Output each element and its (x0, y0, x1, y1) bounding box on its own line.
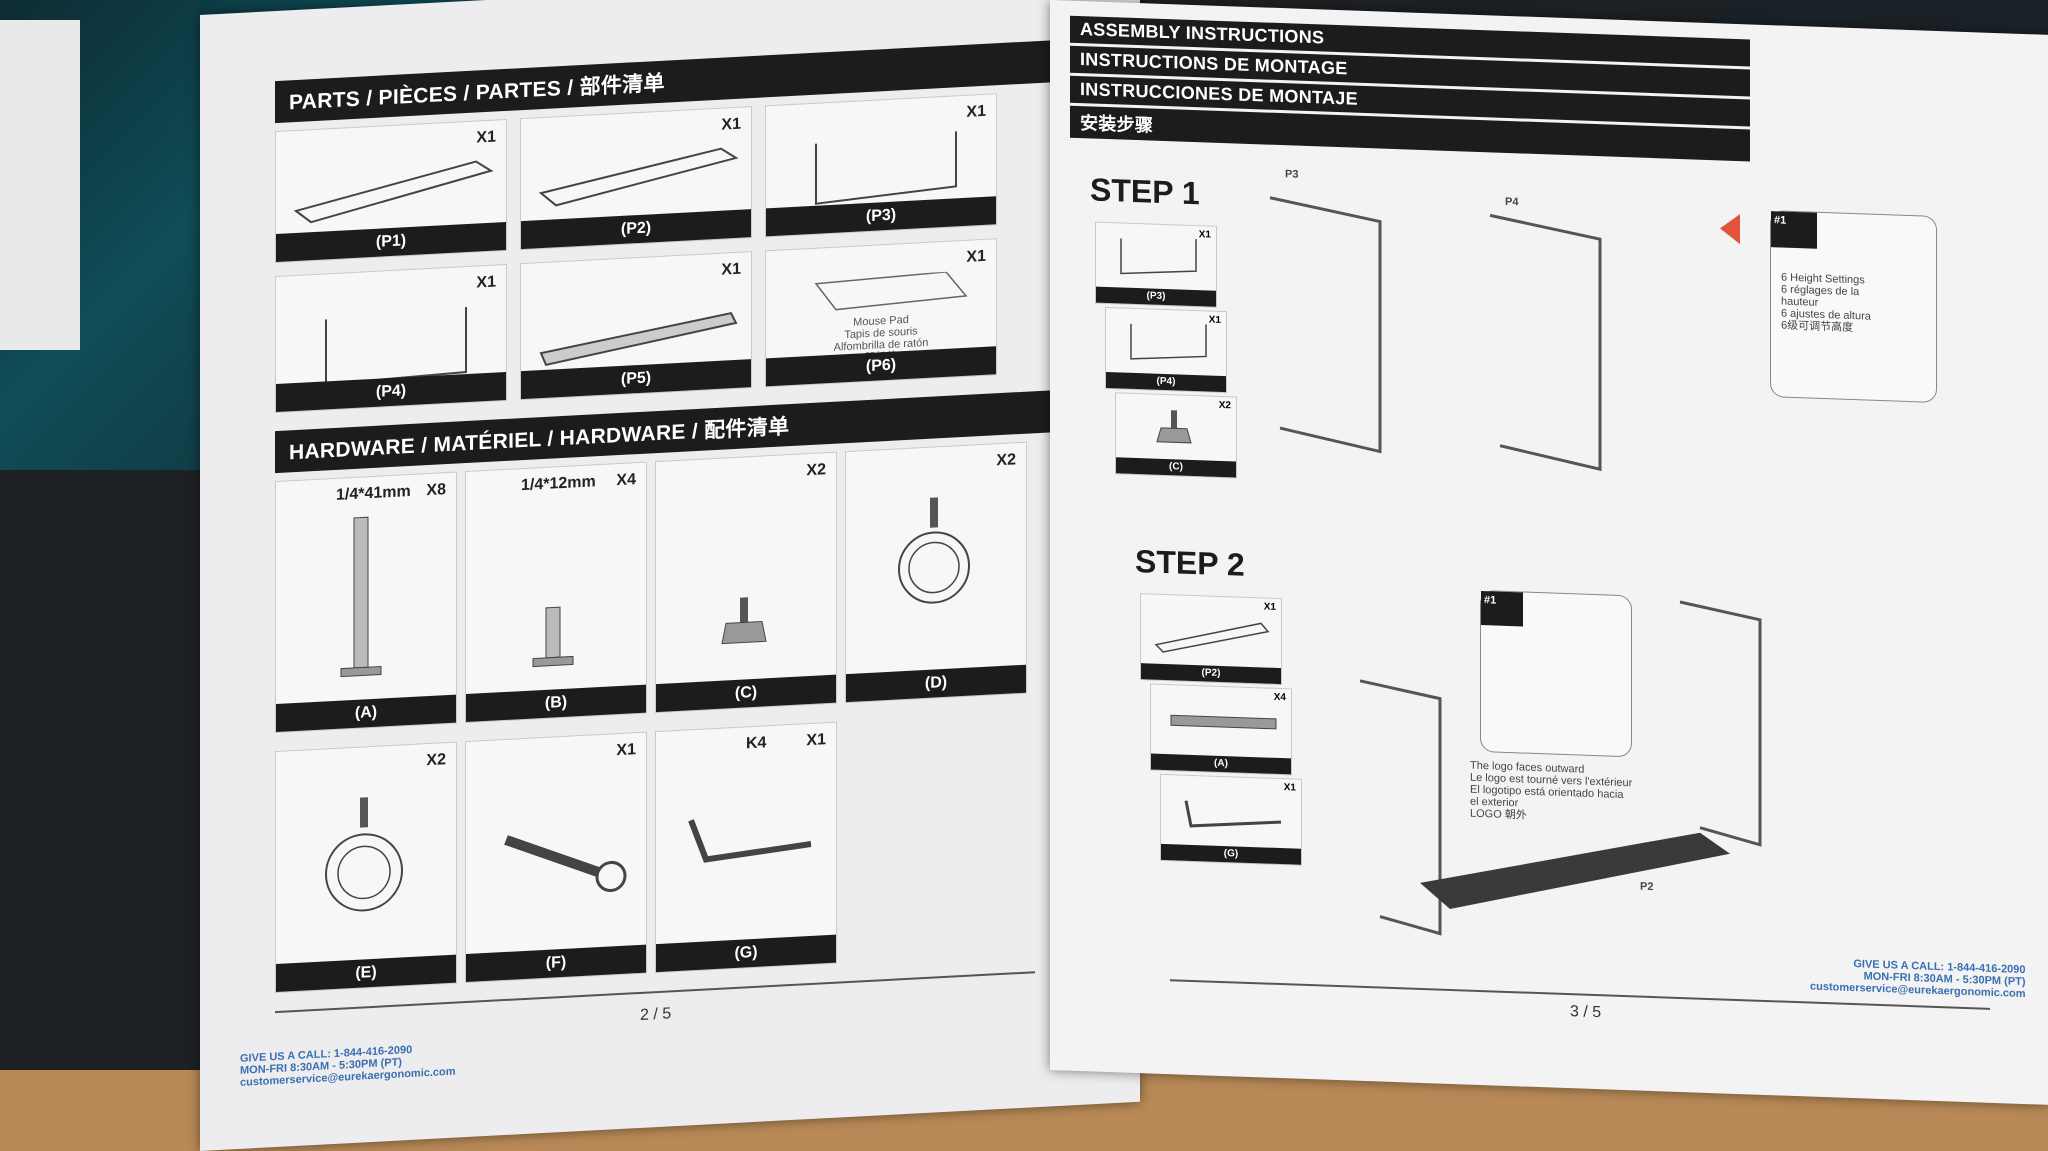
hardware-qty: X1 (806, 731, 826, 750)
mini-label: (G) (1161, 843, 1301, 865)
hardware-c: X2 (C) (655, 451, 837, 714)
hardware-e: X2 (E) (275, 741, 457, 994)
hardware-a: 1/4*41mm X8 (A) (275, 471, 457, 734)
step2-label-p2: P2 (1640, 880, 1654, 894)
part-qty: X1 (966, 102, 986, 121)
manual-page-left: PARTS / PIÈCES / PARTES / 部件清单 X1 (P1) X… (200, 0, 1140, 1151)
mini-label: (A) (1151, 753, 1291, 775)
hardware-label: (D) (846, 664, 1026, 703)
step1-label-p4: P4 (1505, 195, 1519, 209)
hardware-label: (A) (276, 694, 456, 733)
leveling-foot-icon (721, 597, 767, 645)
step2-part-g: X1 (G) (1160, 773, 1302, 866)
hardware-b: 1/4*12mm X4 (B) (465, 461, 647, 724)
part-p5: X1 (P5) (520, 251, 752, 401)
detail-marker: #1 (1771, 211, 1817, 249)
step1-diagram (1269, 196, 1740, 472)
height-settings-note: 6 Height Settings 6 réglages de la haute… (1781, 272, 1871, 335)
page-number: 2 / 5 (640, 1005, 672, 1024)
hardware-spec: K4 (746, 734, 767, 753)
page-number: 3 / 5 (1570, 1003, 1602, 1022)
step1-part-p4: X1 (P4) (1105, 306, 1227, 394)
part-qty: X1 (476, 273, 496, 292)
step2-part-a: X4 (A) (1150, 683, 1292, 776)
wrench-icon (504, 835, 627, 892)
hardware-qty: X4 (616, 471, 636, 490)
mini-label: (P3) (1096, 286, 1216, 307)
mini-label: (P4) (1106, 371, 1226, 393)
hardware-qty: X1 (616, 741, 636, 760)
part-p6: X1 Mouse Pad Tapis de souris Alfombrilla… (765, 238, 997, 388)
hardware-qty: X2 (426, 751, 446, 770)
step1-part-p3: X1 (P3) (1095, 221, 1217, 308)
part-qty: X1 (721, 260, 741, 279)
hardware-spec: 1/4*41mm (336, 482, 411, 504)
part-qty: X1 (721, 115, 741, 134)
long-bolt-icon (340, 516, 382, 678)
part-p3: X1 (P3) (765, 93, 997, 238)
allen-key-icon (1184, 800, 1282, 828)
part-p1: X1 (P1) (275, 118, 507, 264)
hardware-label: (G) (656, 934, 836, 973)
short-bolt-icon (532, 606, 574, 668)
mini-label: (C) (1116, 457, 1236, 478)
bracket-frame-icon (1120, 238, 1197, 275)
allen-key-icon (688, 819, 812, 863)
shelf-board-icon (538, 147, 739, 207)
hardware-qty: X8 (426, 481, 446, 500)
part-p2: X1 (P2) (520, 106, 752, 251)
hardware-qty: X2 (996, 451, 1016, 470)
bracket-frame-icon (815, 131, 957, 205)
shelf-board-icon (293, 160, 494, 224)
step1-part-c: X2 (C) (1115, 392, 1237, 479)
step1-title: STEP 1 (1090, 171, 1200, 212)
step2-part-p2: X1 (P2) (1140, 593, 1282, 686)
hardware-label: (F) (466, 944, 646, 983)
packing-foam (0, 20, 80, 350)
step2-detail-callout: #1 (1480, 590, 1632, 758)
caster-wheel-icon (325, 797, 403, 912)
mouse-pad-icon (814, 271, 968, 311)
mini-label: (P2) (1141, 663, 1281, 685)
perforated-rail-icon (539, 312, 738, 367)
step1-label-p3: P3 (1285, 168, 1299, 181)
hardware-spec: 1/4*12mm (521, 473, 596, 495)
hardware-qty: X2 (806, 461, 826, 480)
hardware-label: (B) (466, 684, 646, 723)
long-bolt-icon (1170, 714, 1277, 730)
manual-page-right: ASSEMBLY INSTRUCTIONS INSTRUCTIONS DE MO… (1050, 0, 2048, 1105)
hardware-d: X2 (D) (845, 441, 1027, 704)
bracket-frame-icon (1130, 323, 1207, 360)
leveling-foot-icon (1156, 410, 1192, 444)
step2-title: STEP 2 (1135, 542, 1245, 583)
step1-detail-callout: #1 6 Height Settings 6 réglages de la ha… (1770, 210, 1937, 403)
contact-footer: GIVE US A CALL: 1-844-416-2090 MON-FRI 8… (240, 1042, 456, 1089)
detail-marker: #1 (1481, 591, 1523, 627)
contact-footer: GIVE US A CALL: 1-844-416-2090 MON-FRI 8… (1810, 957, 2026, 1000)
logo-orientation-note: The logo faces outward Le logo est tourn… (1470, 760, 1632, 826)
shelf-board-icon (1154, 622, 1270, 653)
hardware-label: (E) (276, 954, 456, 993)
hardware-f: X1 (F) (465, 731, 647, 984)
locking-caster-icon (898, 497, 970, 604)
part-qty: X1 (476, 128, 496, 147)
part-qty: X1 (966, 247, 986, 266)
part-p4: X1 (P4) (275, 263, 507, 414)
hardware-label: (C) (656, 674, 836, 713)
hardware-g: K4 X1 (G) (655, 721, 837, 974)
